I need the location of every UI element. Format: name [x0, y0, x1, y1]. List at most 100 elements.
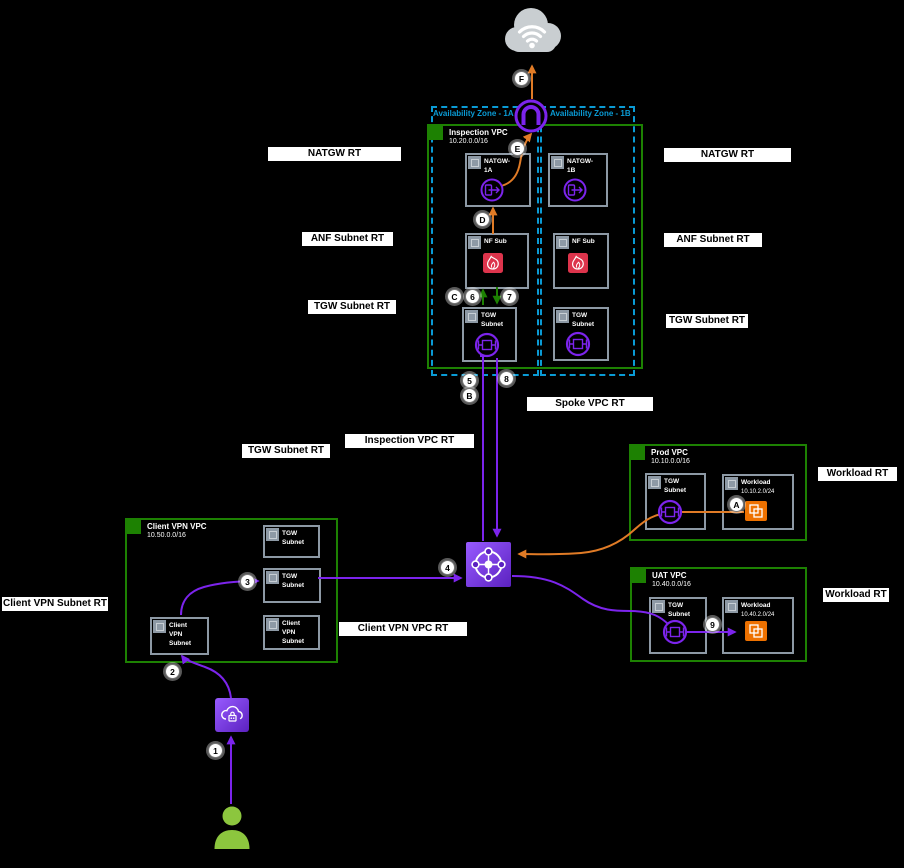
- subnet-label: TGW Subnet: [668, 602, 691, 618]
- subnet-icon: [468, 156, 481, 169]
- subnet-icon: [556, 310, 569, 323]
- subnet-label: Workload 10.10.2.0/24: [741, 479, 787, 496]
- vpc-name: Prod VPC: [651, 448, 688, 457]
- subnet-tgw-1a: TGW Subnet: [462, 307, 517, 362]
- subnet-label: TGW Subnet: [282, 573, 305, 589]
- subnet-cvpn-right: Client VPN Subnet: [263, 615, 320, 650]
- rt-label-spoke: Spoke VPC RT: [527, 397, 653, 411]
- internet-cloud-icon: [505, 8, 561, 52]
- subnet-icon: [266, 571, 279, 584]
- subnet-label: TGW Subnet: [481, 312, 504, 328]
- subnet-label: Client VPN Subnet: [169, 622, 192, 647]
- subnet-tgw-1b: TGW Subnet: [553, 307, 609, 361]
- rt-label-anf-left: ANF Subnet RT: [302, 232, 393, 246]
- nat-gateway-1b-icon: [563, 178, 587, 202]
- nat-gateway-1a-icon: [480, 178, 504, 202]
- step-badge-6: 6: [465, 289, 480, 304]
- vpc-cidr: 10.50.0.0/16: [147, 532, 186, 539]
- workload-instance-icon: [745, 621, 767, 641]
- step-badge-3: 3: [240, 574, 255, 589]
- subnet-prod-workload: Workload 10.10.2.0/24: [722, 474, 794, 530]
- vpc-cidr: 10.20.0.0/16: [449, 138, 488, 145]
- vpc-cidr: 10.10.0.0/16: [651, 458, 690, 465]
- rt-label-cvpn-vpc: Client VPN VPC RT: [339, 622, 467, 636]
- subnet-icon: [266, 618, 279, 631]
- network-firewall-icon: [568, 253, 588, 273]
- vpc-icon: [125, 518, 141, 534]
- az-1b-label: Availability Zone - 1B: [550, 109, 631, 118]
- subnet-natgw-1b: NATGW-1B: [548, 153, 608, 207]
- subnet-icon: [465, 310, 478, 323]
- subnet-label: NATGW-1B: [567, 158, 594, 174]
- rt-label-natgw-right: NATGW RT: [664, 148, 791, 162]
- vpc-icon: [629, 444, 645, 460]
- az-1a-box: [431, 106, 539, 376]
- step-badge-8: 8: [499, 371, 514, 386]
- subnet-label: TGW Subnet: [664, 478, 687, 494]
- rt-label-tgw-mid: TGW Subnet RT: [242, 444, 330, 458]
- tgw-attachment-icon: [474, 332, 500, 358]
- rt-label-inspection: Inspection VPC RT: [345, 434, 474, 448]
- subnet-icon: [551, 156, 564, 169]
- vpc-name: Inspection VPC: [449, 128, 508, 137]
- step-badge-F: F: [514, 71, 529, 86]
- step-badge-1: 1: [208, 743, 223, 758]
- subnet-icon: [153, 620, 166, 633]
- inspection-vpc-label: Inspection VPC 10.20.0.0/16: [449, 128, 508, 147]
- workload-name: Workload: [741, 602, 771, 609]
- tgw-attachment-icon: [657, 499, 683, 525]
- client-vpn-vpc-label: Client VPN VPC 10.50.0.0/16: [147, 522, 207, 541]
- prod-vpc-box: Prod VPC 10.10.0.0/16: [629, 444, 807, 541]
- subnet-label: NF Sub: [484, 238, 507, 245]
- vpc-cidr: 10.40.0.0/16: [652, 581, 691, 588]
- subnet-natgw-1a: NATGW-1A: [465, 153, 531, 207]
- internet-gateway-icon: [514, 99, 548, 133]
- client-vpn-vpc-box: Client VPN VPC 10.50.0.0/16: [125, 518, 338, 663]
- subnet-cvpn-left: Client VPN Subnet: [150, 617, 209, 655]
- step-badge-7: 7: [502, 289, 517, 304]
- rt-label-tgw-right: TGW Subnet RT: [666, 314, 748, 328]
- rt-label-cvpn-subnet: Client VPN Subnet RT: [2, 597, 108, 611]
- step-badge-9: 9: [705, 617, 720, 632]
- rt-label-workload-uat: Workload RT: [823, 588, 889, 602]
- subnet-label: TGW Subnet: [572, 312, 595, 328]
- subnet-label: Client VPN Subnet: [282, 620, 305, 645]
- uat-vpc-label: UAT VPC 10.40.0.0/16: [652, 571, 691, 590]
- vpc-icon: [427, 124, 443, 140]
- step-badge-D: D: [475, 212, 490, 227]
- subnet-label: NF Sub: [572, 238, 595, 245]
- subnet-icon: [648, 476, 661, 489]
- step-badge-B: B: [462, 388, 477, 403]
- subnet-icon: [556, 236, 569, 249]
- subnet-label: NATGW-1A: [484, 158, 511, 174]
- rt-label-anf-right: ANF Subnet RT: [664, 233, 762, 247]
- az-1b-box: [540, 106, 635, 376]
- subnet-icon: [266, 528, 279, 541]
- subnet-icon: [725, 477, 738, 490]
- workload-cidr: 10.10.2.0/24: [741, 488, 775, 495]
- subnet-nf-1b: NF Sub: [553, 233, 609, 289]
- user-icon: [214, 806, 250, 849]
- vpc-name: UAT VPC: [652, 571, 687, 580]
- subnet-icon: [468, 236, 481, 249]
- rt-label-tgw-left: TGW Subnet RT: [308, 300, 396, 314]
- subnet-cvpn-tgw-top: TGW Subnet: [263, 525, 320, 558]
- vpc-name: Client VPN VPC: [147, 522, 207, 531]
- step-badge-C: C: [447, 289, 462, 304]
- prod-vpc-label: Prod VPC 10.10.0.0/16: [651, 448, 690, 467]
- client-vpn-endpoint-icon: [215, 698, 249, 732]
- subnet-label: Workload 10.40.2.0/24: [741, 602, 787, 619]
- step-badge-E: E: [510, 141, 525, 156]
- vpc-icon: [630, 567, 646, 583]
- tgw-attachment-icon: [662, 619, 688, 645]
- network-firewall-icon: [483, 253, 503, 273]
- uat-vpc-box: UAT VPC 10.40.0.0/16: [630, 567, 807, 662]
- workload-name: Workload: [741, 479, 771, 486]
- step-badge-A: A: [729, 497, 744, 512]
- az-1a-label: Availability Zone - 1A: [433, 109, 514, 118]
- subnet-label: TGW Subnet: [282, 530, 305, 546]
- tgw-attachment-icon: [565, 331, 591, 357]
- step-badge-5: 5: [462, 373, 477, 388]
- transit-gateway-icon: [466, 542, 511, 587]
